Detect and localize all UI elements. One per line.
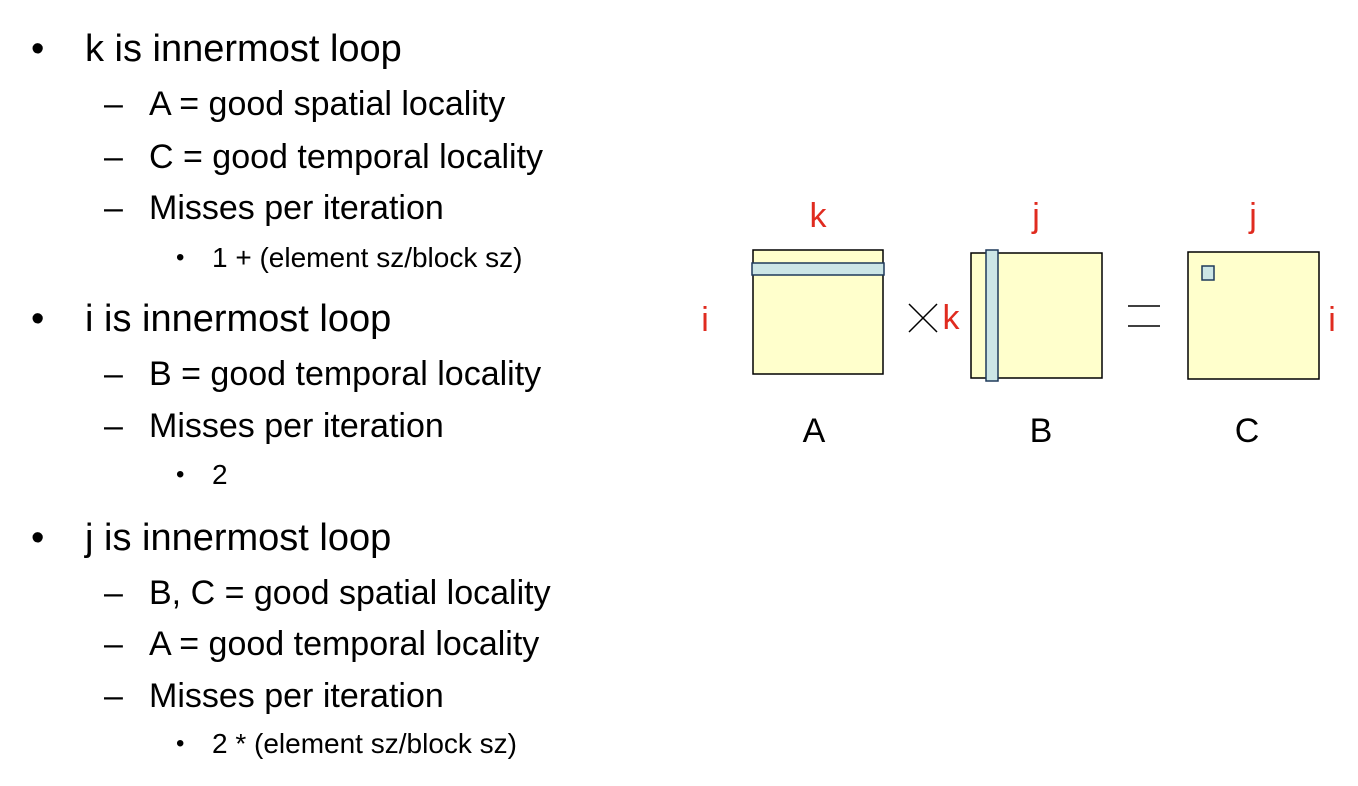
dash: – [104, 677, 123, 715]
sub-item-text: Misses per iteration [149, 677, 444, 715]
sub-item-text: C = good temporal locality [149, 138, 544, 176]
sub-item-text: B, C = good spatial locality [149, 574, 551, 612]
sub-item-text: A = good spatial locality [149, 85, 506, 123]
dash: – [104, 189, 123, 227]
dash: – [104, 355, 123, 393]
matrix-b-top-var: j [1031, 197, 1040, 235]
sub-item-text: Misses per iteration [149, 189, 444, 227]
sub-item-text: B = good temporal locality [149, 355, 542, 393]
matrix-b-side-var: k [943, 299, 961, 337]
bullet-text: k is innermost loop [85, 28, 402, 70]
sub-sub-item-text: 2 [212, 459, 228, 490]
matrix-c-side-var: i [1328, 301, 1336, 339]
dash: – [104, 574, 123, 612]
dash: – [104, 407, 123, 445]
matrix-b-column-highlight [985, 249, 999, 382]
matrix-a-row-highlight [751, 262, 885, 276]
bullet-dot: • [31, 298, 45, 340]
dot: • [176, 730, 185, 757]
dash: – [104, 625, 123, 663]
sub-sub-item-text: 2 * (element sz/block sz) [212, 728, 517, 759]
sub-item-text: Misses per iteration [149, 407, 444, 445]
bullet-dot: • [31, 517, 45, 559]
matrix-c-top-var: j [1248, 197, 1257, 235]
bullet-text: j is innermost loop [85, 517, 392, 559]
matrix-a-label: A [803, 412, 826, 450]
dash: – [104, 85, 123, 123]
matrix-a-top-var: k [810, 197, 828, 235]
dot: • [176, 244, 185, 271]
equals-icon [1128, 305, 1160, 327]
matrix-a-side-var: i [701, 301, 709, 339]
matrix-c-element-highlight [1201, 265, 1215, 281]
dot: • [176, 461, 185, 488]
multiply-icon [908, 303, 938, 333]
matrix-c-label: C [1235, 412, 1260, 450]
dash: – [104, 138, 123, 176]
sub-item-text: A = good temporal locality [149, 625, 540, 663]
bullet-text: i is innermost loop [85, 298, 392, 340]
matrix-b-label: B [1030, 412, 1053, 450]
sub-sub-item-text: 1 + (element sz/block sz) [212, 242, 523, 273]
bullet-dot: • [31, 28, 45, 70]
